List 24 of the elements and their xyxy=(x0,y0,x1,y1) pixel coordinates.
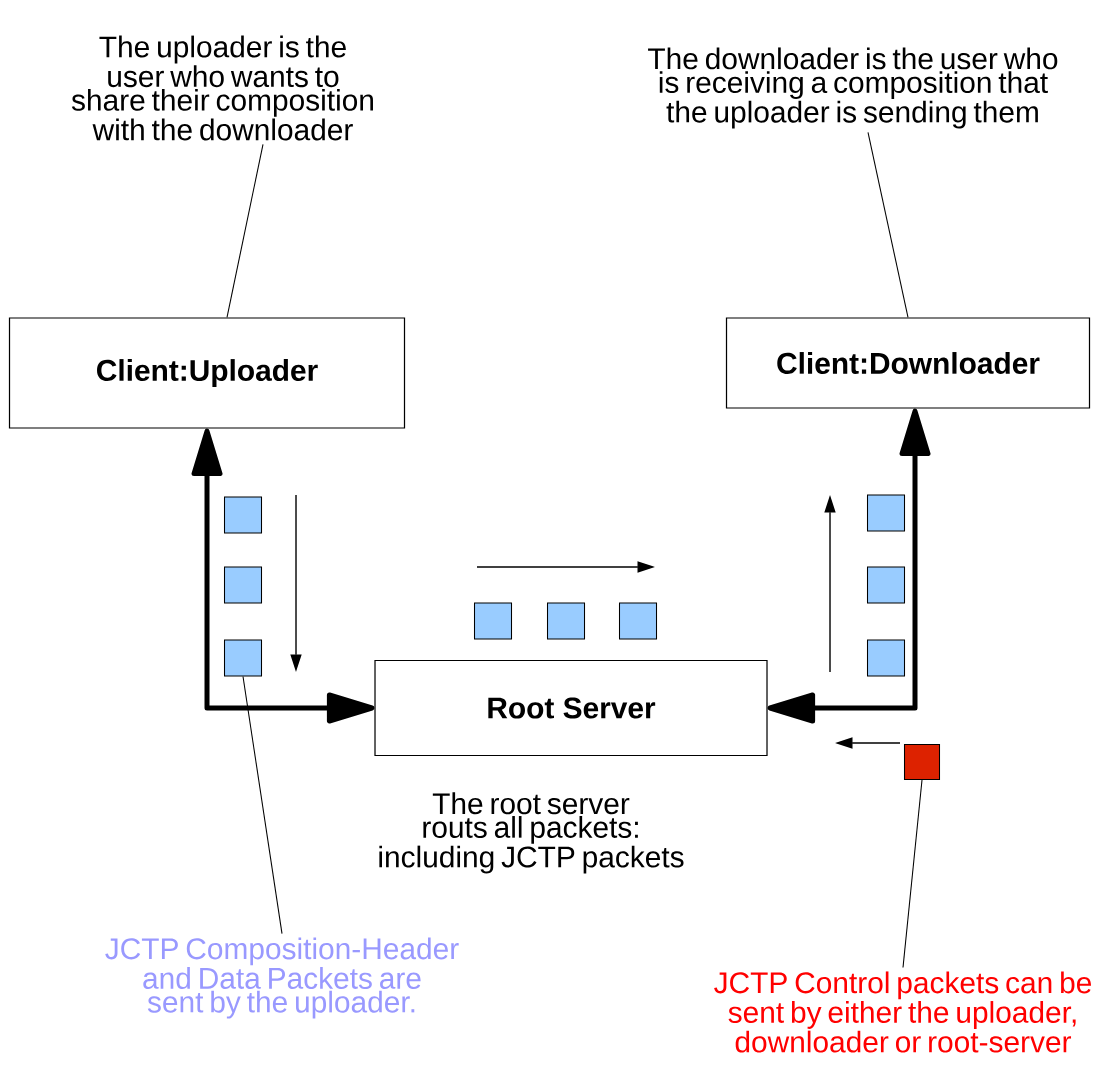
packet-square xyxy=(867,566,906,604)
arrow xyxy=(767,408,931,724)
packet-square xyxy=(867,639,906,677)
leader-line xyxy=(242,676,283,935)
annotation-text: The downloader is the user who is receiving a composition that the uploader is sending them xyxy=(648,47,1058,129)
leader-line xyxy=(902,779,923,969)
packet-square xyxy=(618,602,658,640)
leader-line xyxy=(867,131,909,318)
process-box: Client:Uploader xyxy=(8,317,406,429)
packet-square xyxy=(224,496,263,534)
packet-square xyxy=(547,602,586,640)
packet-square xyxy=(474,602,513,640)
annotation-text: JCTP Control packets can be sent by either the uploader, downloader or root-server xyxy=(714,971,1091,1053)
process-box: Client:Downloader xyxy=(725,317,1091,409)
packet-square xyxy=(867,494,906,532)
packet-square xyxy=(224,566,263,604)
leader-line xyxy=(226,143,264,318)
process-box: Root Server xyxy=(374,659,768,757)
arrow xyxy=(191,428,375,724)
caption-text: The root server routs all packets: including JCTP packets xyxy=(379,792,684,874)
packet-square xyxy=(224,639,263,677)
annotation-text: JCTP Composition-Header and Data Packets are sent by the uploader. xyxy=(105,937,459,1019)
packet-square xyxy=(904,743,941,781)
annotation-text: The uploader is the user who wants to share their composition with the downloader xyxy=(71,35,373,141)
